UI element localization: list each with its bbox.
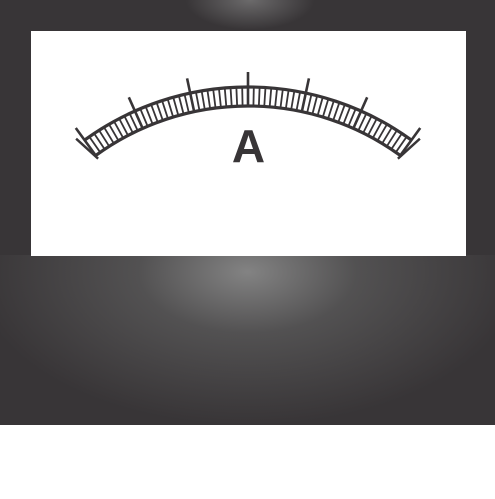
scale-minor-tick <box>386 129 398 147</box>
scale-minor-tick <box>128 113 139 132</box>
scale-minor-tick <box>223 87 228 107</box>
scale-major-tick <box>127 96 144 129</box>
meter-housing: A <box>0 0 495 425</box>
meter-face: A <box>31 31 466 256</box>
scale-arc-inner <box>94 104 402 157</box>
scale-minor-tick <box>371 120 383 139</box>
scale-minor-tick <box>93 132 106 150</box>
scale-minor-tick <box>342 106 352 125</box>
scale-minor-tick <box>306 94 313 114</box>
scale-minor-tick <box>183 94 190 114</box>
scale-minor-tick <box>177 95 185 115</box>
scale-minor-tick <box>337 104 346 123</box>
scale-major-tick <box>74 127 97 157</box>
scale-minor-tick <box>362 115 373 134</box>
scale-minor-tick <box>88 136 101 153</box>
scale-minor-tick <box>166 98 175 118</box>
scale-minor-tick <box>206 89 212 109</box>
scale-minor-tick <box>390 132 403 150</box>
scale-minor-tick <box>144 106 154 125</box>
scale-minor-tick <box>290 90 296 110</box>
scale-minor-tick <box>123 115 134 134</box>
scale-minor-tick <box>332 102 341 121</box>
scale-minor-tick <box>263 87 267 107</box>
scale-minor-tick <box>284 89 290 109</box>
scale-minor-tick <box>118 118 129 136</box>
meter-scale <box>74 72 422 160</box>
scale-minor-tick <box>347 108 357 127</box>
scale-minor-tick <box>212 89 217 109</box>
scale-minor-tick <box>218 88 222 108</box>
scale-end-cap-right <box>397 137 421 160</box>
scale-minor-tick <box>321 98 330 118</box>
scale-minor-tick <box>381 126 393 144</box>
scale-minor-tick <box>161 100 169 119</box>
scale-minor-tick <box>195 91 201 111</box>
scale-minor-tick <box>311 95 319 115</box>
scale-major-tick <box>399 127 422 157</box>
scale-minor-tick <box>172 96 180 116</box>
scale-minor-tick <box>113 120 125 139</box>
scale-minor-tick <box>395 136 408 153</box>
scale-minor-tick <box>357 113 368 132</box>
scale-minor-tick <box>139 108 149 127</box>
scale-major-tick <box>300 78 311 112</box>
scale-minor-tick <box>229 87 233 107</box>
housing-highlight-bottom <box>0 255 495 425</box>
scale-minor-tick <box>316 96 324 116</box>
scale-minor-tick <box>235 87 239 107</box>
scale-minor-tick <box>295 91 301 111</box>
scale-minor-tick <box>155 102 164 121</box>
scale-minor-tick <box>376 123 388 142</box>
scale-major-tick <box>185 78 196 112</box>
scale-minor-tick <box>274 88 278 108</box>
scale-minor-tick <box>367 118 378 136</box>
scale-minor-tick <box>279 89 284 109</box>
scale-minor-tick <box>108 123 120 142</box>
scale-minor-tick <box>150 104 159 123</box>
housing-highlight-top <box>185 0 315 30</box>
scale-minor-tick <box>200 90 206 110</box>
scale-minor-tick <box>327 100 335 119</box>
scale-major-tick <box>352 96 369 129</box>
scale-end-cap-left <box>75 137 99 160</box>
unit-label: A <box>231 120 266 172</box>
scale-minor-tick <box>268 87 273 107</box>
scale-minor-tick <box>98 129 110 147</box>
scale-minor-tick <box>103 126 115 144</box>
scale-minor-tick <box>257 87 261 107</box>
